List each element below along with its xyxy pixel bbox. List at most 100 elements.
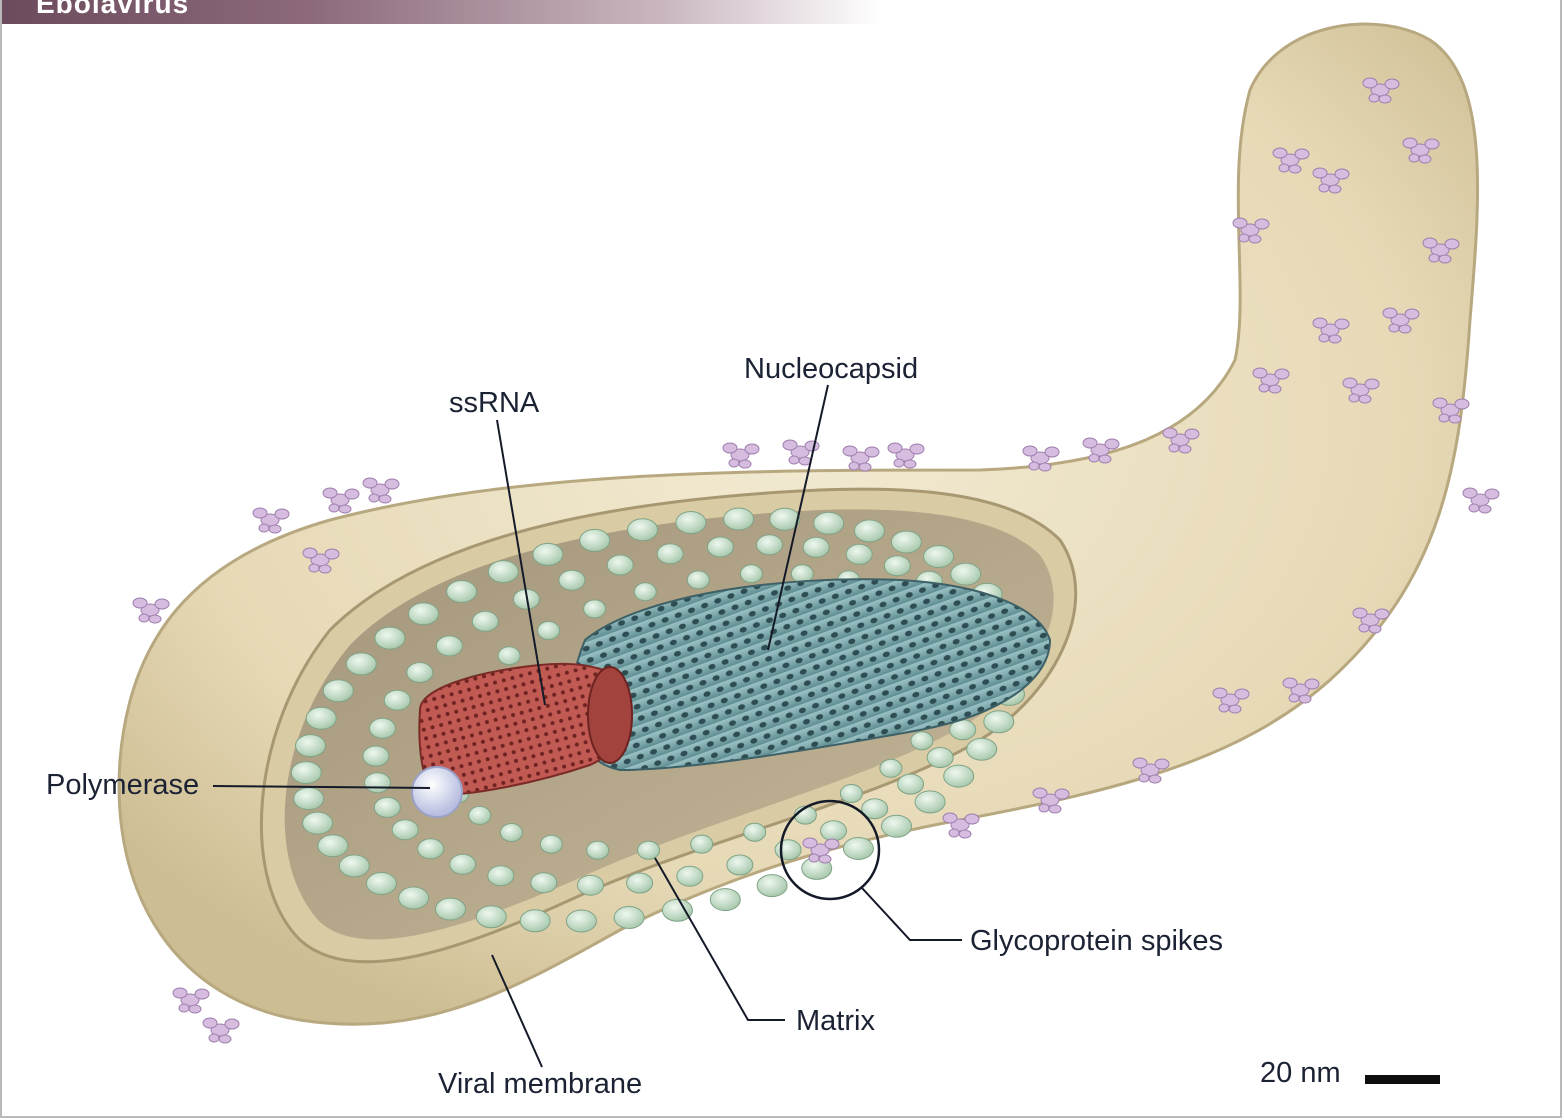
matrix-bead [662, 899, 692, 921]
matrix-bead [476, 906, 506, 928]
matrix-bead [366, 873, 396, 895]
matrix-bead [638, 841, 660, 859]
matrix-bead [346, 653, 376, 675]
matrix-bead [384, 690, 410, 710]
matrix-bead [967, 738, 997, 760]
matrix-bead [418, 839, 444, 859]
matrix-bead [984, 711, 1014, 733]
matrix-bead [323, 680, 353, 702]
matrix-bead [927, 748, 953, 768]
matrix-bead [607, 555, 633, 575]
matrix-bead [374, 797, 400, 817]
matrix-bead [520, 910, 550, 932]
matrix-bead [855, 520, 885, 542]
glycoprotein-spike [723, 443, 759, 468]
label-viral-membrane: Viral membrane [438, 1068, 642, 1100]
matrix-bead [628, 519, 658, 541]
matrix-bead [757, 875, 787, 897]
glycoprotein-spike [203, 1018, 239, 1043]
matrix-bead [392, 820, 418, 840]
matrix-bead [436, 636, 462, 656]
scale-bar [1365, 1075, 1440, 1084]
matrix-bead [821, 821, 847, 841]
matrix-bead [498, 647, 520, 665]
matrix-bead [727, 855, 753, 875]
glycoprotein-spike [888, 443, 924, 468]
matrix-bead [363, 746, 389, 766]
matrix-bead [409, 603, 439, 625]
matrix-bead [707, 537, 733, 557]
matrix-bead [538, 622, 560, 640]
matrix-bead [399, 887, 429, 909]
glycoprotein-leader [862, 888, 962, 940]
matrix-bead [580, 529, 610, 551]
matrix-bead [296, 735, 326, 757]
matrix-bead [533, 543, 563, 565]
matrix-bead [744, 823, 766, 841]
matrix-bead [365, 773, 391, 793]
matrix-bead [447, 581, 477, 603]
matrix-bead [540, 835, 562, 853]
matrix-bead [944, 765, 974, 787]
matrix-bead [740, 565, 762, 583]
glycoprotein-spike [1463, 488, 1499, 513]
matrix-bead [472, 611, 498, 631]
matrix-bead [846, 544, 872, 564]
label-nucleocapsid: Nucleocapsid [744, 353, 918, 385]
matrix-bead [375, 627, 405, 649]
matrix-bead [294, 788, 324, 810]
glycoprotein-spike [173, 988, 209, 1013]
matrix-bead [531, 873, 557, 893]
polymerase-sphere [412, 767, 462, 817]
matrix-bead [757, 535, 783, 555]
matrix-bead [370, 718, 396, 738]
matrix-bead [803, 537, 829, 557]
matrix-bead [911, 732, 933, 750]
glycoprotein-spike [323, 488, 359, 513]
matrix-bead [559, 570, 585, 590]
matrix-bead [303, 812, 333, 834]
glycoprotein-spike [363, 478, 399, 503]
matrix-bead [676, 512, 706, 534]
matrix-bead [566, 910, 596, 932]
scale-bar-label: 20 nm [1260, 1057, 1341, 1089]
matrix-bead [407, 663, 433, 683]
matrix-bead [884, 556, 910, 576]
matrix-bead [578, 875, 604, 895]
label-ssrna: ssRNA [449, 387, 540, 419]
matrix-bead [843, 838, 873, 860]
matrix-bead [915, 791, 945, 813]
matrix-bead [687, 571, 709, 589]
matrix-bead [951, 563, 981, 585]
matrix-bead [469, 806, 491, 824]
label-glycoprotein-spikes: Glycoprotein spikes [970, 925, 1223, 957]
label-polymerase: Polymerase [46, 769, 199, 801]
matrix-bead [627, 873, 653, 893]
matrix-bead [488, 561, 518, 583]
matrix-bead [614, 907, 644, 929]
glycoprotein-spike [133, 598, 169, 623]
matrix-bead [710, 889, 740, 911]
matrix-bead [840, 785, 862, 803]
matrix-bead [814, 512, 844, 534]
matrix-bead [450, 854, 476, 874]
glycoprotein-spike [253, 508, 289, 533]
glycoprotein-spike [843, 446, 879, 471]
matrix-bead [436, 898, 466, 920]
matrix-bead [500, 824, 522, 842]
label-matrix: Matrix [796, 1005, 875, 1037]
matrix-bead [891, 531, 921, 553]
matrix-bead [657, 544, 683, 564]
matrix-bead [882, 815, 912, 837]
matrix-bead [880, 759, 902, 777]
matrix-bead [924, 546, 954, 568]
matrix-bead [898, 774, 924, 794]
matrix-bead [691, 835, 713, 853]
matrix-bead [306, 707, 336, 729]
matrix-bead [724, 508, 754, 530]
matrix-bead [775, 840, 801, 860]
matrix-bead [677, 866, 703, 886]
matrix-bead [488, 866, 514, 886]
matrix-bead [634, 583, 656, 601]
